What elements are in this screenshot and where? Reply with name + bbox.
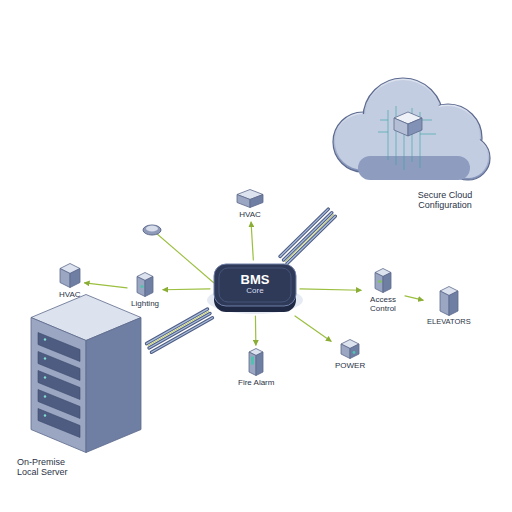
node-label: POWER bbox=[335, 361, 365, 370]
node-label: Secure Cloud Configuration bbox=[397, 190, 493, 211]
server-node: On-Premise Local Server bbox=[17, 294, 147, 478]
device-icon bbox=[375, 268, 391, 293]
node-label: ELEVATORS bbox=[427, 318, 471, 327]
device-icon bbox=[440, 286, 458, 316]
cloud-shape bbox=[318, 70, 493, 188]
device-node: POWER bbox=[333, 338, 367, 371]
connector-line bbox=[147, 309, 208, 343]
device-icon bbox=[31, 294, 141, 453]
connector bbox=[85, 283, 127, 288]
hub-node: BMSCore bbox=[212, 262, 298, 314]
connector-line bbox=[405, 296, 423, 300]
connector-line bbox=[147, 309, 208, 343]
node-label: HVAC bbox=[239, 210, 261, 219]
connector-line bbox=[148, 311, 209, 345]
cloud-node: Secure Cloud Configuration bbox=[318, 70, 493, 211]
device-node: HVAC bbox=[235, 188, 265, 220]
device-node: Access Control bbox=[363, 267, 403, 314]
node-label: BMS bbox=[241, 273, 270, 287]
connector bbox=[163, 288, 210, 290]
connector bbox=[251, 222, 253, 260]
connector-line bbox=[251, 222, 253, 260]
connector-line bbox=[163, 288, 210, 290]
device-icon bbox=[237, 189, 263, 208]
connector-line bbox=[280, 209, 328, 256]
node-label: Fire Alarm bbox=[238, 378, 274, 387]
connector bbox=[300, 289, 361, 290]
connector bbox=[255, 316, 256, 345]
node-label: On-Premise Local Server bbox=[17, 457, 89, 478]
connector-line bbox=[149, 313, 210, 347]
connector-line bbox=[85, 283, 127, 288]
connector-line bbox=[287, 216, 335, 263]
connector bbox=[405, 296, 423, 300]
connector bbox=[295, 316, 331, 341]
device-node: Fire Alarm bbox=[236, 347, 276, 388]
device-icon bbox=[249, 348, 263, 376]
device-icon bbox=[137, 272, 153, 297]
connector-line bbox=[255, 316, 257, 345]
device-node: HVAC bbox=[57, 262, 83, 300]
sensor-top bbox=[146, 226, 158, 232]
connector-line bbox=[300, 289, 361, 290]
device-icon bbox=[60, 263, 80, 288]
node-label: Lighting bbox=[131, 299, 159, 308]
connector-line bbox=[295, 316, 331, 341]
device-icon bbox=[341, 339, 359, 359]
connector-line bbox=[149, 313, 210, 347]
sensor-disc bbox=[143, 225, 161, 235]
sensor-wire bbox=[156, 233, 214, 283]
connector-line bbox=[284, 213, 332, 260]
connector-line bbox=[285, 214, 333, 261]
node-label: Access Control bbox=[365, 295, 401, 313]
device-node: Lighting bbox=[129, 271, 161, 309]
connector-line bbox=[284, 213, 332, 260]
connector-line bbox=[287, 216, 335, 263]
node-label: Core bbox=[246, 286, 263, 295]
connector bbox=[147, 309, 213, 352]
connector bbox=[280, 209, 335, 263]
device-node: ELEVATORS bbox=[425, 285, 473, 328]
connector-line bbox=[280, 209, 328, 256]
